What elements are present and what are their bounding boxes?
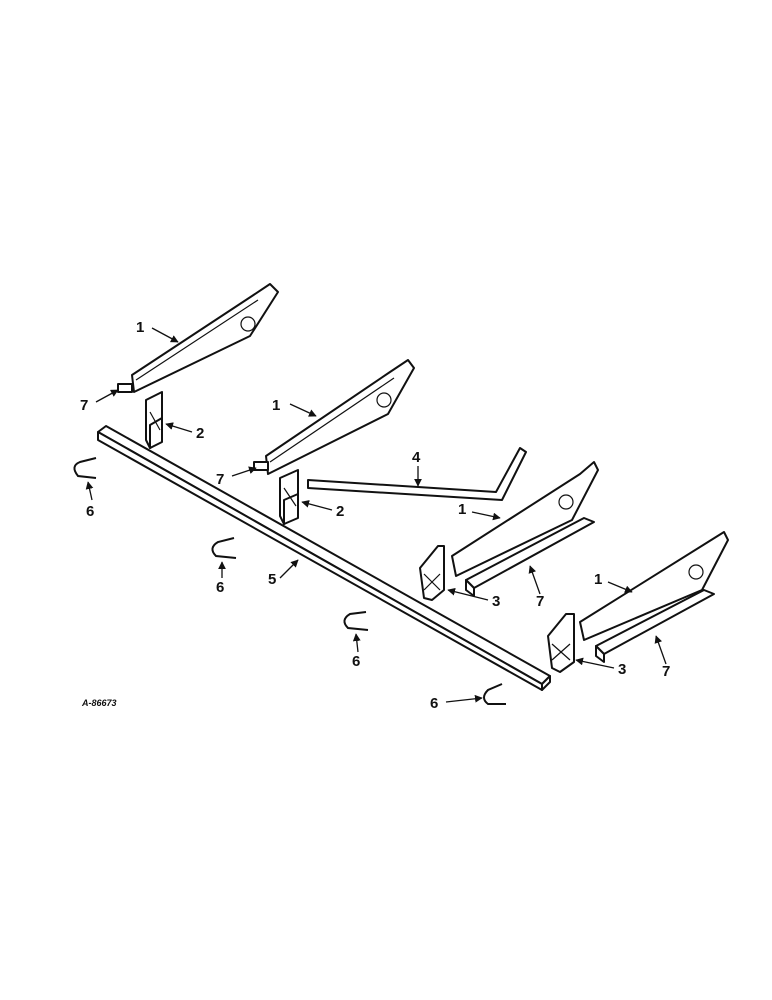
callout-1-b: 1 <box>272 397 280 414</box>
leader-lines <box>85 327 667 703</box>
callout-6-c: 6 <box>352 653 360 670</box>
u-bolt-part-6-d <box>483 683 506 705</box>
u-bolt-part-6-a <box>73 457 97 479</box>
u-bolt-part-6-c <box>343 611 369 631</box>
callout-2-b: 2 <box>336 503 344 520</box>
callout-6-d: 6 <box>430 695 438 712</box>
pin-part-7-b <box>253 461 269 471</box>
callout-7-a: 7 <box>80 397 88 414</box>
callout-1-d: 1 <box>594 571 602 588</box>
bracket-part-2-b <box>279 469 299 525</box>
support-arm-1-d <box>579 531 729 641</box>
callout-6-b: 6 <box>216 579 224 596</box>
callout-7-b: 7 <box>216 471 224 488</box>
callout-3-b: 3 <box>618 661 626 678</box>
callout-1-c: 1 <box>458 501 466 518</box>
callout-6-a: 6 <box>86 503 94 520</box>
bracket-part-3-b <box>547 613 575 673</box>
square-bar-part-5 <box>97 425 551 691</box>
callout-5: 5 <box>268 571 276 588</box>
angle-part-7-d <box>595 589 715 663</box>
bracket-part-2-a <box>145 391 163 449</box>
u-bolt-part-6-b <box>211 537 237 559</box>
callout-3-a: 3 <box>492 593 500 610</box>
support-arm-1-b <box>265 359 415 475</box>
callout-7-d: 7 <box>662 663 670 680</box>
callout-1-a: 1 <box>136 319 144 336</box>
rod-part-4 <box>307 447 527 501</box>
figure-code: A-86673 <box>81 698 117 708</box>
callout-2-a: 2 <box>196 425 204 442</box>
callout-4: 4 <box>412 449 421 466</box>
bracket-part-3-a <box>419 545 445 601</box>
pin-part-7-a <box>117 383 133 393</box>
angle-part-7-c <box>465 517 595 597</box>
support-arm-1-a <box>131 283 279 393</box>
support-arm-1-c <box>451 461 599 577</box>
callout-7-c: 7 <box>536 593 544 610</box>
